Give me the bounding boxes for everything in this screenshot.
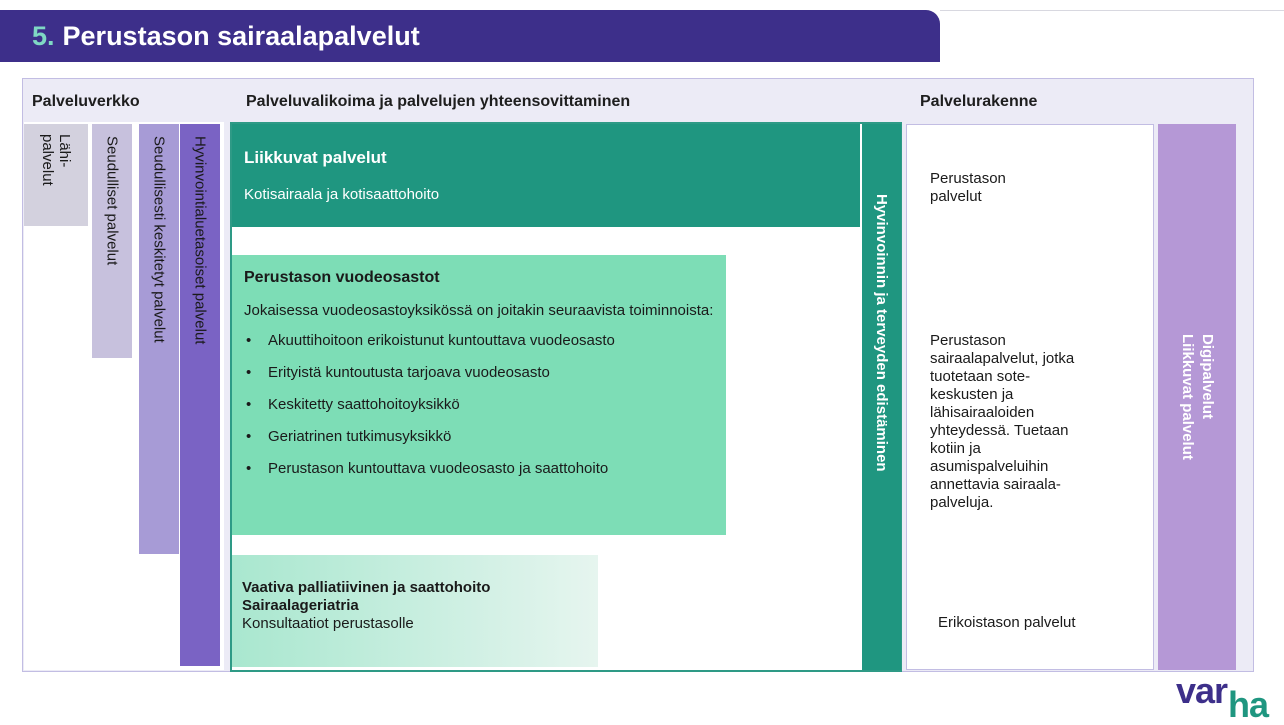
- digipalvelut-strip-label: Digipalvelut Liikkuvat palvelut: [1177, 334, 1217, 460]
- liikkuvat-subtext: Kotisairaala ja kotisaattohoito: [244, 186, 440, 203]
- list-item: Akuuttihoitoon erikoistunut kuntouttava …: [244, 332, 716, 350]
- logo-part-ha: ha: [1228, 684, 1269, 725]
- liikkuvat-palvelut-strip-label: Liikkuvat palvelut: [1179, 334, 1196, 460]
- strip-seudulliset-label: Seudulliset palvelut: [103, 136, 121, 266]
- section-heading-palveluvalikoima: Palveluvalikoima ja palvelujen yhteensov…: [246, 93, 631, 110]
- digipalvelut-strip: Digipalvelut Liikkuvat palvelut: [1158, 124, 1236, 670]
- erikoistason-palvelut-label: Erikoistason palvelut: [938, 614, 1076, 631]
- page-title: Perustason sairaalapalvelut: [62, 20, 420, 51]
- vaativa-box: Vaativa palliatiivinen ja saattohoito Sa…: [232, 555, 598, 667]
- varha-logo: var ha: [1176, 670, 1276, 724]
- list-item: Erityistä kuntoutusta tarjoava vuodeosas…: [244, 364, 716, 382]
- strip-lahipalvelut-label: Lähi- palvelut: [39, 134, 73, 186]
- liikkuvat-heading: Liikkuvat palvelut: [244, 148, 387, 167]
- strip-seudulliset: Seudulliset palvelut: [92, 124, 132, 358]
- vuodeosastot-list: Akuuttihoitoon erikoistunut kuntouttava …: [244, 332, 716, 478]
- liikkuvat-palvelut-box: Liikkuvat palvelut Kotisairaala ja kotis…: [232, 124, 860, 227]
- strip-hyvinvointialue-label: Hyvinvointialuetasoiset palvelut: [191, 136, 209, 345]
- perustason-palvelut-label: Perustason palvelut: [930, 170, 1006, 205]
- vuodeosastot-heading: Perustason vuodeosastot: [244, 269, 440, 286]
- top-divider: [940, 10, 1284, 11]
- section-heading-palvelurakenne: Palvelurakenne: [920, 93, 1038, 110]
- vuodeosastot-intro: Jokaisessa vuodeosastoyksikössä on joita…: [244, 302, 714, 319]
- list-item: Keskitetty saattohoitoyksikkö: [244, 396, 716, 414]
- vaativa-heading: Vaativa palliatiivinen ja saattohoito: [242, 579, 491, 596]
- digipalvelut-label: Digipalvelut: [1199, 334, 1216, 420]
- page-title-bar: 5. Perustason sairaalapalvelut: [0, 10, 940, 62]
- hyvinvointi-strip-label: Hyvinvoinnin ja terveyden edistäminen: [873, 194, 890, 472]
- vaativa-subtext: Konsultaatiot perustasolle: [242, 615, 414, 632]
- hyvinvointi-strip: Hyvinvoinnin ja terveyden edistäminen: [862, 124, 901, 670]
- list-item: Geriatrinen tutkimusyksikkö: [244, 428, 716, 446]
- strip-hyvinvointialue: Hyvinvointialuetasoiset palvelut: [180, 124, 220, 666]
- title-number: 5.: [32, 20, 55, 51]
- palvelurakenne-description: Perustason sairaalapalvelut, jotka tuote…: [930, 332, 1075, 511]
- logo-part-var: var: [1176, 670, 1228, 711]
- strip-keskitetyt: Seudullisesti keskitetyt palvelut: [139, 124, 179, 554]
- section-heading-palveluverkko: Palveluverkko: [32, 93, 140, 110]
- list-item: Perustason kuntouttava vuodeosasto ja sa…: [244, 460, 716, 478]
- vuodeosastot-box: Perustason vuodeosastot Jokaisessa vuode…: [232, 255, 726, 535]
- palvelurakenne-panel: [906, 124, 1154, 670]
- sairaalageriatria-heading: Sairaalageriatria: [242, 597, 359, 614]
- strip-keskitetyt-label: Seudullisesti keskitetyt palvelut: [150, 136, 168, 343]
- strip-lahipalvelut: Lähi- palvelut: [24, 124, 88, 226]
